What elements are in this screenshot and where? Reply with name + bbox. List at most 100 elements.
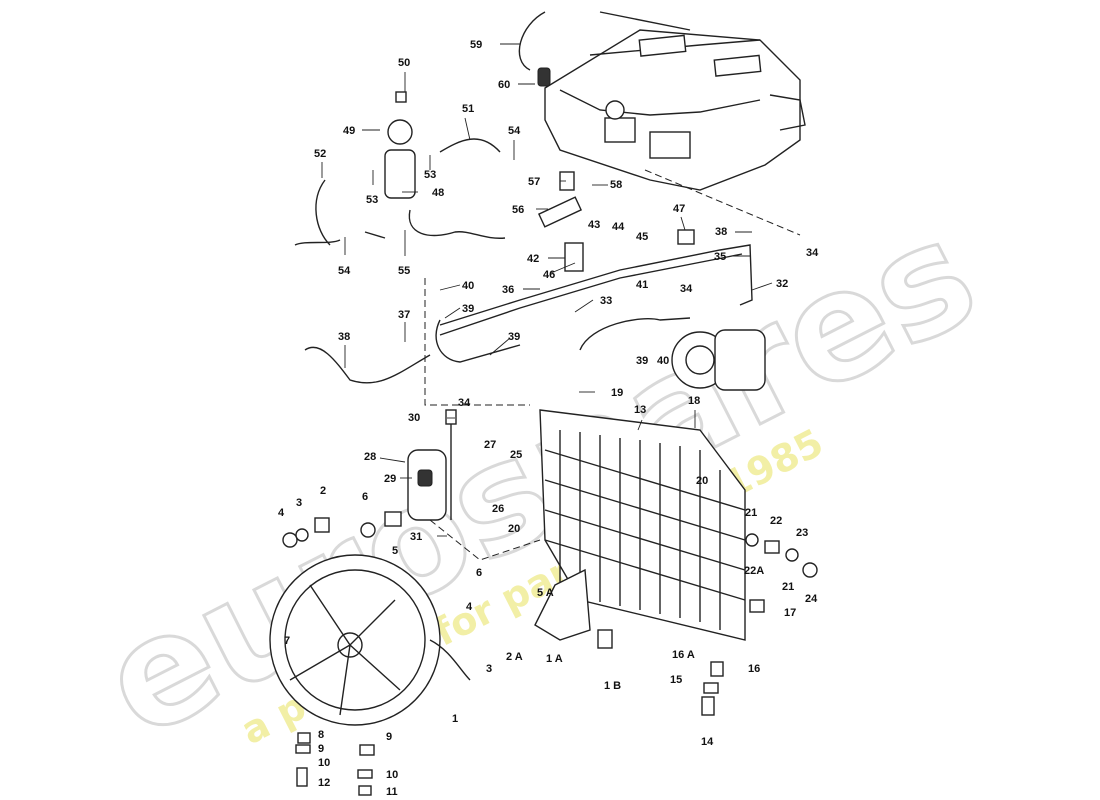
callout-18: 18 [688, 395, 700, 407]
callout-39-b: 39 [508, 331, 520, 343]
callout-53: 53 [424, 169, 436, 181]
callout-25: 25 [510, 449, 522, 461]
washer-3a [295, 528, 309, 542]
callout-54: 54 [508, 125, 521, 137]
callout-56: 56 [512, 204, 524, 216]
callout-26: 26 [492, 503, 504, 515]
callout-31: 31 [410, 531, 422, 543]
assembly-lines [424, 169, 801, 561]
callout-55: 55 [398, 265, 410, 277]
callout-7: 7 [284, 635, 290, 647]
bolt-2a [314, 517, 330, 533]
callout-43: 43 [588, 219, 600, 231]
pipe-32 [439, 244, 753, 326]
callout-39-c: 39 [636, 355, 648, 367]
switch-30 [445, 409, 457, 425]
callout-58: 58 [610, 179, 622, 191]
callout-3: 3 [296, 497, 302, 509]
callout-6-b: 6 [476, 567, 482, 579]
fan-assembly [269, 554, 471, 726]
union-56 [537, 196, 583, 228]
compressor [671, 329, 766, 391]
callout-28: 28 [364, 451, 376, 463]
callout-22: 22 [770, 515, 782, 527]
washer-6a [360, 522, 376, 538]
callout-20: 20 [696, 475, 708, 487]
callout-53-b: 53 [366, 194, 378, 206]
callout-52: 52 [314, 148, 326, 160]
callout-1: 1 [452, 713, 458, 725]
callout-1B: 1 B [604, 680, 621, 692]
hose-52 [315, 179, 331, 246]
callout-40: 40 [462, 280, 474, 292]
callout-23: 23 [796, 527, 808, 539]
callout-21: 21 [745, 507, 757, 519]
callout-12: 12 [318, 777, 330, 789]
callout-51: 51 [462, 103, 474, 115]
callout-19: 19 [611, 387, 623, 399]
callout-40-b: 40 [657, 355, 669, 367]
callout-29: 29 [384, 473, 396, 485]
callout-49: 49 [343, 125, 355, 137]
callout-45: 45 [636, 231, 648, 243]
callout-5A: 5 A [537, 587, 554, 599]
callout-3-b: 3 [486, 663, 492, 675]
callout-16A: 16 A [672, 649, 695, 661]
callout-34-c: 34 [458, 397, 471, 409]
hose-59 [518, 11, 546, 71]
receiver-dryer-28 [407, 449, 447, 521]
callout-8: 8 [318, 729, 324, 741]
callout-20-b: 20 [508, 523, 520, 535]
callout-36: 36 [502, 284, 514, 296]
callout-1A: 1 A [546, 653, 563, 665]
callout-54-b: 54 [338, 265, 351, 277]
callout-21-b: 21 [782, 581, 794, 593]
callout-9-b: 9 [386, 731, 392, 743]
callout-35: 35 [714, 251, 726, 263]
receiver-dryer-48 [384, 91, 416, 199]
callout-10: 10 [318, 757, 330, 769]
callout-32: 32 [776, 278, 788, 290]
callout-labels: 59 60 50 51 49 54 52 53 53 48 57 58 56 4… [278, 39, 819, 798]
watermark: eurospares a passion for parts since 198… [76, 185, 1003, 774]
callout-22A: 22A [744, 565, 764, 577]
callout-60: 60 [498, 79, 510, 91]
callout-30: 30 [408, 412, 420, 424]
plug-60 [537, 67, 551, 87]
callout-38-b: 38 [338, 331, 350, 343]
callout-24: 24 [805, 593, 818, 605]
callout-14: 14 [701, 736, 714, 748]
callout-47: 47 [673, 203, 685, 215]
callout-5: 5 [392, 545, 398, 557]
callout-10-b: 10 [386, 769, 398, 781]
callout-4-b: 4 [466, 601, 473, 613]
bracket-1A [534, 568, 591, 641]
watermark-brand: eurospares [77, 186, 1001, 772]
leader-lines [321, 43, 773, 537]
callout-48: 48 [432, 187, 444, 199]
pipe-38 [304, 346, 431, 384]
callout-16: 16 [748, 663, 760, 675]
callout-2: 2 [320, 485, 326, 497]
nut-4a [282, 532, 298, 548]
callout-46: 46 [543, 269, 555, 281]
heater-box [544, 29, 806, 191]
callout-50: 50 [398, 57, 410, 69]
callout-42: 42 [527, 253, 539, 265]
hose-51 [439, 138, 501, 153]
callout-33: 33 [600, 295, 612, 307]
callout-13: 13 [634, 404, 646, 416]
callout-44: 44 [612, 221, 625, 233]
callout-39: 39 [462, 303, 474, 315]
callout-38: 38 [715, 226, 727, 238]
clip-47 [677, 229, 695, 245]
callout-34-b: 34 [680, 283, 693, 295]
callout-17: 17 [784, 607, 796, 619]
bolt-1B [597, 629, 613, 649]
callout-59: 59 [470, 39, 482, 51]
callout-2A: 2 A [506, 651, 523, 663]
callout-41: 41 [636, 279, 648, 291]
callout-15: 15 [670, 674, 682, 686]
bracket-42 [564, 242, 584, 272]
